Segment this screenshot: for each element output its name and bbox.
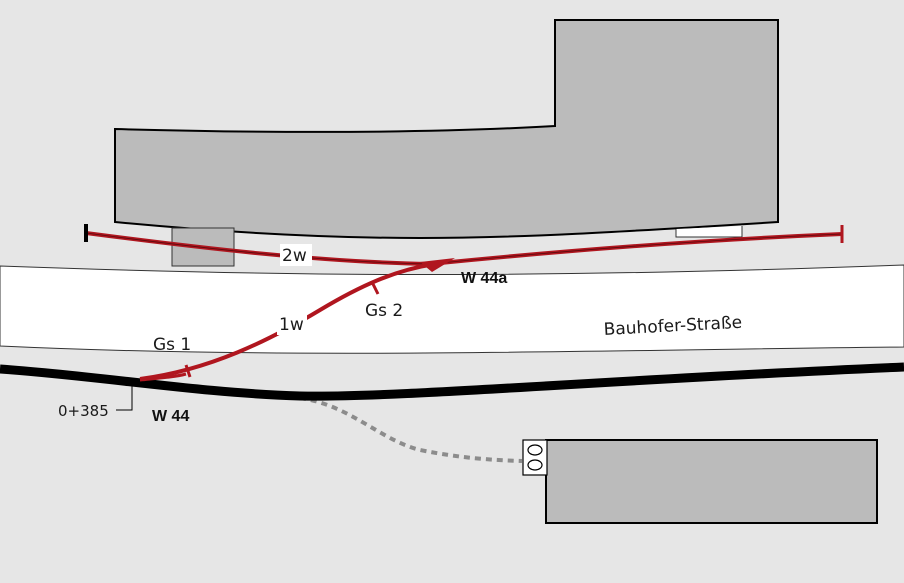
- track-1w-label: 1w: [279, 315, 304, 335]
- track-2w-label-bg: [280, 244, 312, 266]
- signal-lamp-bottom: [527, 459, 543, 471]
- signal-gs2-label: Gs 2: [365, 301, 403, 321]
- switch-w44a-shape: [420, 258, 455, 272]
- track-1w-label-bg: [277, 313, 307, 335]
- chainage-leader: [116, 380, 133, 411]
- track-1w-line: [139, 262, 436, 381]
- signal-lamp-top: [527, 444, 543, 456]
- signal-gs2-tick: [370, 281, 380, 295]
- dashed-connection: [299, 396, 523, 463]
- switch-w44a-label: W 44a: [461, 270, 507, 287]
- signal-box: [522, 439, 548, 476]
- track-2w-label: 2w: [282, 246, 307, 266]
- track-1w-branch: [139, 372, 187, 382]
- building-depot: [545, 439, 878, 524]
- signal-gs1-tick: [184, 364, 192, 378]
- building-platform: [675, 226, 743, 238]
- street-area: [0, 264, 904, 354]
- building-main: [114, 19, 779, 240]
- switch-w44-label: W 44: [152, 408, 189, 425]
- signal-gs1-label: Gs 1: [153, 335, 191, 355]
- chainage-label: 0+385: [58, 402, 109, 420]
- main-line-track: [0, 362, 904, 401]
